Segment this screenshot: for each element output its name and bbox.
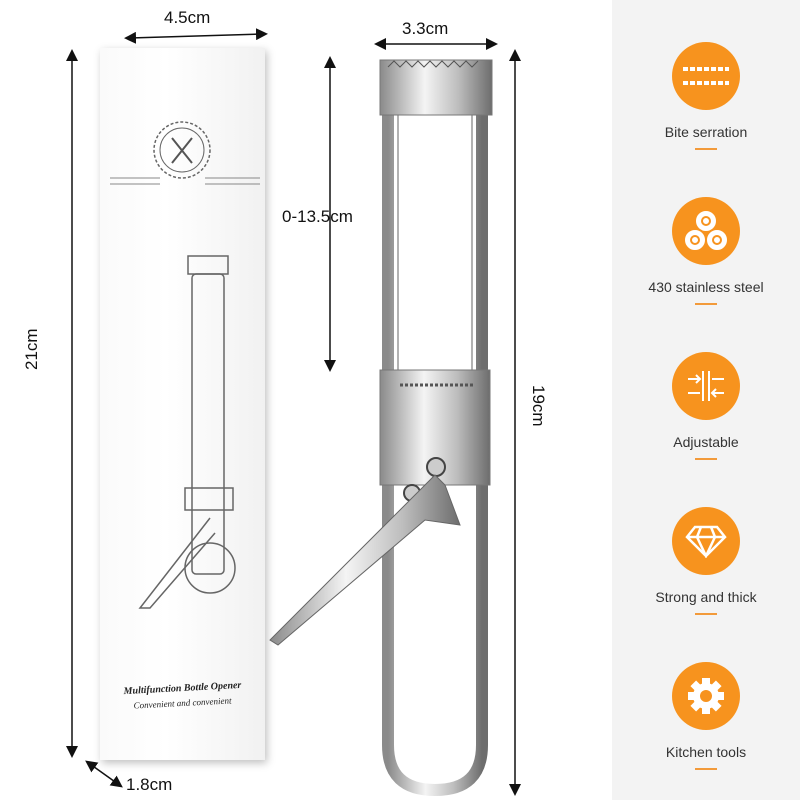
feature-adjustable: Adjustable (612, 352, 800, 460)
feature-strong: Strong and thick (612, 507, 800, 615)
feature-kitchen-tools: Kitchen tools (612, 662, 800, 770)
underline (695, 613, 717, 615)
serration-icon (672, 42, 740, 110)
box-logo (110, 121, 260, 185)
opener-length-label: 19cm (529, 385, 548, 427)
underline (695, 148, 717, 150)
box-height-label: 21cm (22, 328, 41, 370)
feature-steel: 430 stainless steel (612, 197, 800, 305)
feature-panel: Bite serration 430 stainless steel Adjus… (612, 0, 800, 800)
steel-rolls-icon (672, 197, 740, 265)
feature-label: Bite serration (664, 124, 748, 140)
diamond-icon (672, 507, 740, 575)
adjust-icon (672, 352, 740, 420)
head-width-label: 3.3cm (402, 19, 449, 38)
feature-label: Adjustable (673, 434, 739, 450)
underline (695, 303, 717, 305)
feature-bite-serration: Bite serration (612, 42, 800, 150)
product-box: Multifunction Bottle Opener Convenient a… (100, 48, 265, 760)
opening-range-label: 0-13.5cm (282, 207, 353, 226)
box-width-label: 4.5cm (164, 8, 211, 27)
feature-label: Kitchen tools (665, 744, 747, 760)
underline (695, 458, 717, 460)
underline (695, 768, 717, 770)
feature-label: 430 stainless steel (648, 279, 764, 295)
dimension-lines (66, 28, 521, 796)
box-opener-illustration (138, 255, 236, 609)
box-depth-label: 1.8cm (126, 775, 173, 794)
bottle-opener (269, 59, 493, 797)
feature-label: Strong and thick (655, 589, 757, 605)
gear-icon (672, 662, 740, 730)
